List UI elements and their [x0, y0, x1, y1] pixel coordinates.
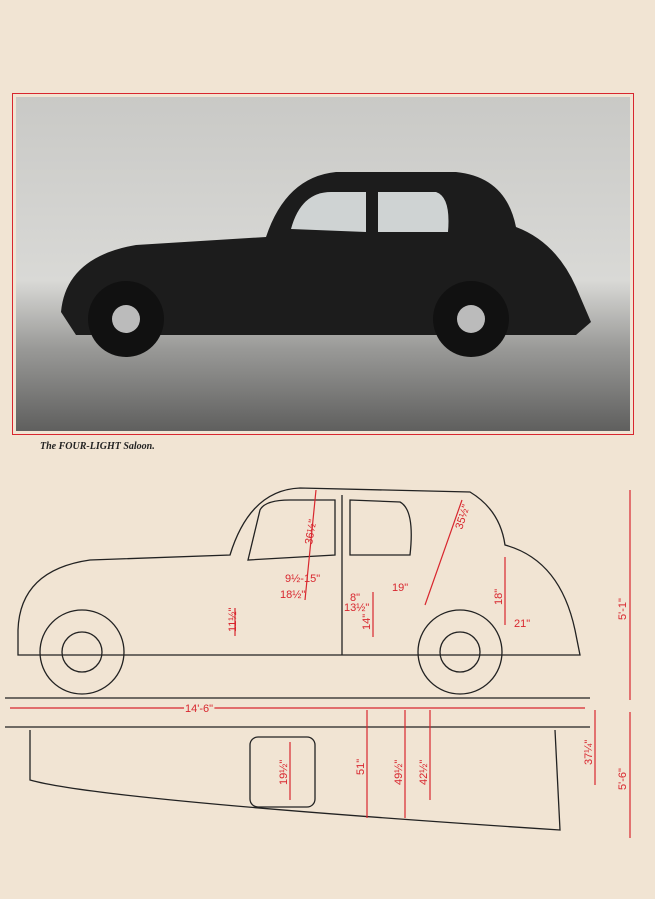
- dim-boot-width: 37¼": [583, 740, 595, 765]
- photo-caption: The FOUR-LIGHT Saloon.: [40, 441, 155, 452]
- dim-headroom-front: 36½": [303, 518, 319, 545]
- dim-rear-seat-depth: 19": [392, 582, 408, 594]
- dim-overall-length: 14'-6": [185, 703, 213, 715]
- dim-rear-interior-width: 49½": [393, 760, 405, 785]
- dim-seat-adjust: 9½-15": [285, 573, 320, 585]
- dim-overall-height: 5'-1": [617, 598, 629, 620]
- dim-boot-depth: 21": [514, 618, 530, 630]
- dimension-drawing: 36½" 35½" 9½-15" 18½" 19" 8" 13½" 14" 11…: [5, 487, 631, 838]
- dim-front-seat-width: 19½": [278, 760, 290, 785]
- car-silhouette: [61, 172, 591, 357]
- dim-front-interior-width: 51": [355, 759, 367, 775]
- dim-overall-width: 5'-6": [617, 768, 629, 790]
- dim-headroom-rear: 35½": [453, 503, 472, 531]
- car-photo-frame: [12, 93, 634, 435]
- car-side-elevation: [5, 487, 590, 831]
- dim-rear-seat-height: 14": [361, 614, 373, 630]
- dimension-lines: [10, 489, 631, 838]
- dim-knee-room-max: 13½": [344, 602, 369, 614]
- dim-front-seat-depth: 18½": [280, 589, 305, 601]
- dim-rear-seat-width: 42½": [418, 760, 430, 785]
- dim-knee-room-min: 8": [350, 592, 360, 604]
- dim-front-seat-height: 11½": [227, 607, 239, 632]
- car-photo: [16, 97, 630, 431]
- dim-boot-height: 18": [493, 589, 505, 605]
